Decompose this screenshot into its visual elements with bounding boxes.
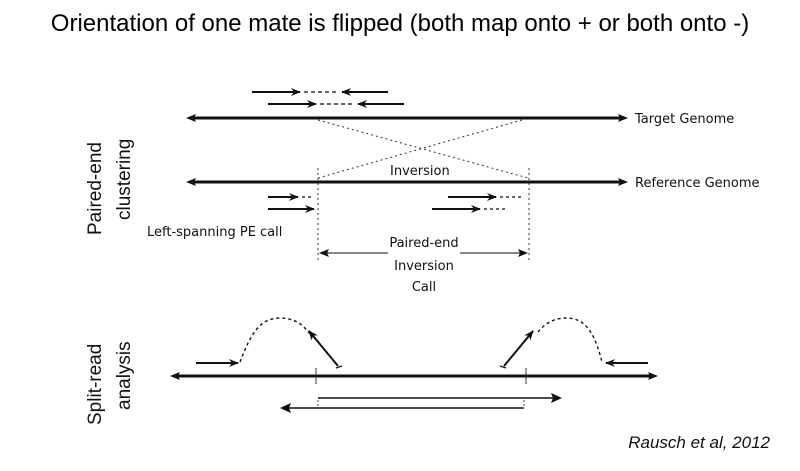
section-label-paired-end-1: Paired-end [85,142,106,235]
target-genome-label: Target Genome [634,112,734,127]
section-label-split-read-2: analysis [114,341,135,410]
pe-call-label-3: Call [412,280,436,295]
right-spanning-reads [432,193,522,213]
reference-genome-label: Reference Genome [635,176,760,191]
section-label-paired-end-2: clustering [114,139,135,220]
inversion-label: Inversion [390,164,450,179]
pe-inversion-call: Paired-end Inversion Call [319,236,528,295]
inversion-boundaries [317,168,530,262]
split-read-right [499,317,648,369]
pe-call-label-2: Inversion [394,259,454,274]
split-read-left [196,317,343,369]
reference-genome: Reference Genome [186,176,760,191]
inversion-crossing-lines [317,119,529,179]
split-read-genome [170,368,658,384]
pe-call-label-1: Paired-end [389,236,458,251]
citation: Rausch et al, 2012 [628,433,770,452]
left-spanning-label: Left-spanning PE call [147,225,282,240]
target-genome: Target Genome [186,112,734,127]
target-read-pairs [252,88,404,108]
section-label-split-read-1: Split-read [85,344,106,425]
left-spanning-reads [268,193,315,213]
split-read-call [280,393,562,413]
slide-title: Orientation of one mate is flipped (both… [50,10,750,37]
